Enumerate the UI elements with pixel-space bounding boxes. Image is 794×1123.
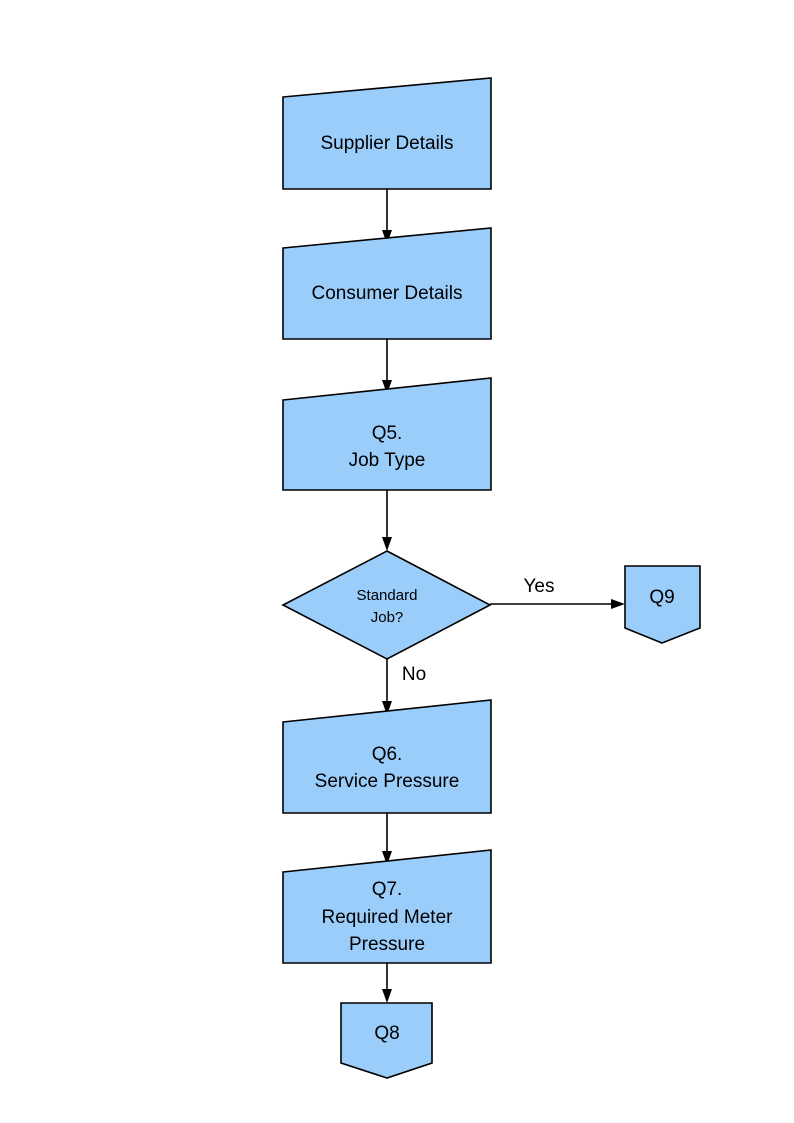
node-consumer-details[interactable]: Consumer Details [282,227,492,340]
q9-connector-label: Q9 [649,587,674,608]
q5-job-type-label-line1: Q5. [372,423,403,444]
arrowhead-icon [382,230,392,244]
q8-connector-label: Q8 [374,1023,399,1044]
q5-job-type-shape [282,377,492,491]
q7-required-meter-pressure-label-line3: Pressure [349,934,425,955]
node-supplier-details[interactable]: Supplier Details [282,77,492,190]
node-q7-required-meter-pressure[interactable]: Q7. Required Meter Pressure [282,849,492,964]
arrowhead-icon [611,599,625,609]
edge-label-yes: Yes [524,576,555,597]
q9-connector-shape [624,565,701,644]
arrowhead-icon [382,851,392,865]
standard-job-decision-label-line2: Job? [371,609,404,626]
q6-service-pressure-shape [282,699,492,814]
connector-consumer-to-q5 [382,339,392,394]
arrowhead-icon [382,989,392,1003]
edge-label-no: No [402,664,426,685]
q7-required-meter-pressure-label-line1: Q7. [372,879,403,900]
supplier-details-label: Supplier Details [320,133,453,154]
q6-service-pressure-label-line2: Service Pressure [315,771,460,792]
connector-q5-to-decision [382,490,392,551]
q7-required-meter-pressure-shape [282,849,492,964]
connector-decision-to-q9: Yes [490,576,625,609]
q7-required-meter-pressure-label-line2: Required Meter [322,907,454,928]
arrowhead-icon [382,537,392,551]
arrowhead-icon [382,380,392,394]
connector-q7-to-q8 [382,963,392,1003]
connector-q6-to-q7 [382,813,392,865]
q6-service-pressure-label-line1: Q6. [372,744,403,765]
q5-job-type-label-line2: Job Type [349,450,426,471]
connector-supplier-to-consumer [382,189,392,244]
connector-decision-to-q6: No [382,659,426,715]
arrowhead-icon [382,701,392,715]
node-q8-connector[interactable]: Q8 [340,1002,433,1079]
node-q9-connector[interactable]: Q9 [624,565,701,644]
consumer-details-shape [282,227,492,340]
node-q5-job-type[interactable]: Q5. Job Type [282,377,492,491]
node-q6-service-pressure[interactable]: Q6. Service Pressure [282,699,492,814]
node-standard-job-decision[interactable]: Standard Job? [281,550,492,660]
standard-job-decision-label-line1: Standard [357,587,418,604]
consumer-details-label: Consumer Details [312,283,463,304]
q8-connector-shape [340,1002,433,1079]
supplier-details-shape [282,77,492,190]
standard-job-decision-shape [281,550,492,660]
